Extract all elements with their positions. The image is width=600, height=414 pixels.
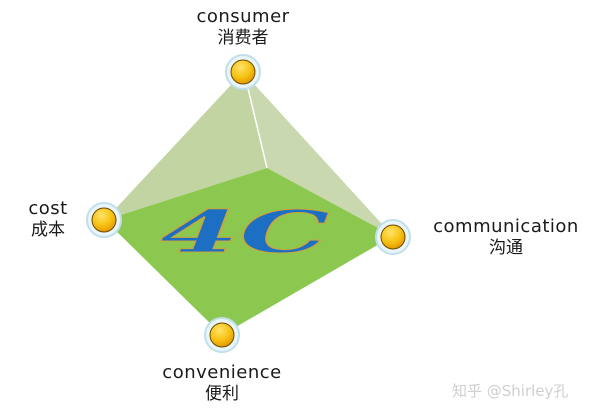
label-convenience-zh: 便利 bbox=[205, 383, 239, 404]
label-convenience-en: convenience bbox=[162, 362, 282, 383]
label-cost-zh: 成本 bbox=[31, 219, 65, 240]
node-cost-icon bbox=[86, 202, 122, 238]
node-convenience-icon bbox=[204, 317, 240, 353]
node-consumer-icon bbox=[225, 54, 261, 90]
pyramid-face-right bbox=[243, 72, 393, 236]
label-cost: cost 成本 bbox=[18, 198, 78, 240]
label-communication-zh: 沟通 bbox=[489, 237, 523, 258]
pyramid-face-front bbox=[105, 168, 393, 335]
label-consumer-zh: 消费者 bbox=[217, 27, 269, 48]
label-consumer: consumer 消费者 bbox=[183, 6, 303, 48]
label-convenience: convenience 便利 bbox=[152, 362, 292, 404]
pyramid-face-left bbox=[105, 72, 267, 220]
watermark: 知乎 @Shirley孔 bbox=[452, 382, 569, 400]
center-title-4c: 4C bbox=[160, 198, 330, 266]
label-communication-en: communication bbox=[433, 216, 579, 237]
node-communication-icon bbox=[375, 219, 411, 255]
label-communication: communication 沟通 bbox=[420, 216, 592, 258]
label-consumer-en: consumer bbox=[196, 6, 290, 27]
pyramid-edge bbox=[245, 79, 268, 169]
label-cost-en: cost bbox=[28, 198, 68, 219]
